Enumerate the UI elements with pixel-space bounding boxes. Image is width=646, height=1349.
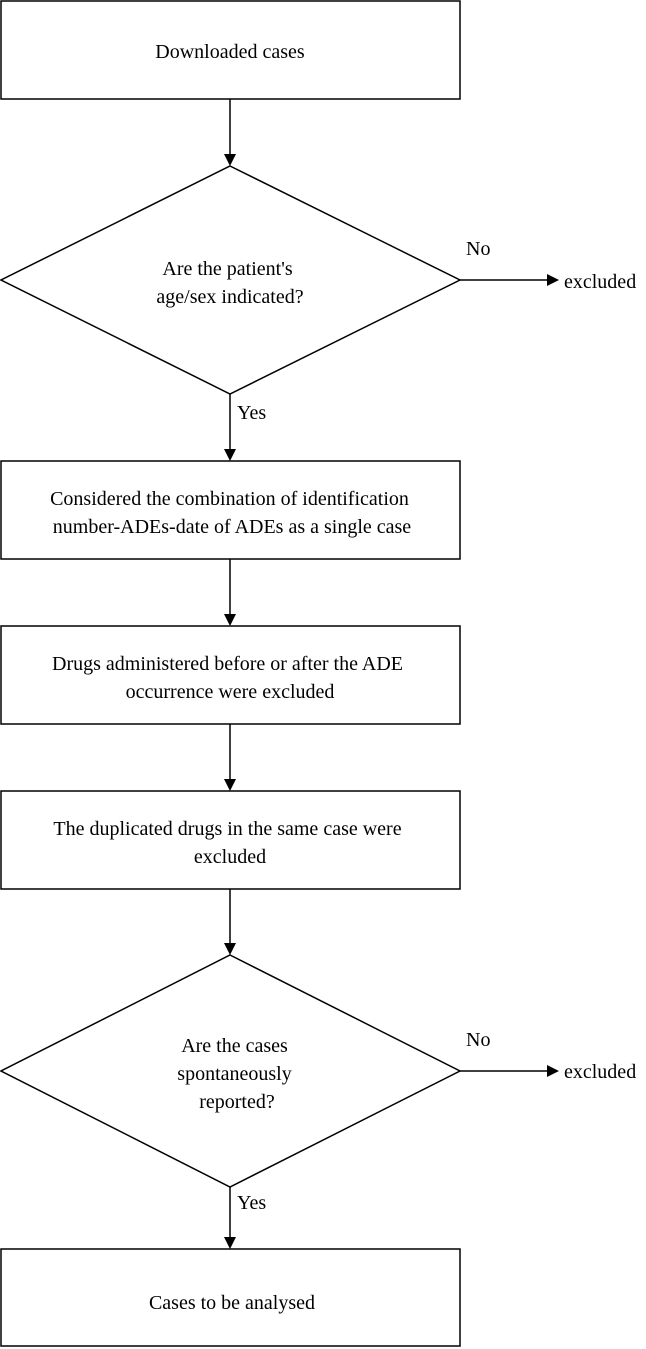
combination-step-node: Considered the combination of identifica… (0, 460, 461, 560)
age-sex-question: Are the patient's age/sex indicated? (156, 258, 303, 308)
arrow-drug-timing-to-duplicates (224, 724, 236, 791)
drug-timing-step-box (0, 625, 461, 725)
arrow-download-to-age-check (224, 99, 236, 166)
final-step-node: Cases to be analysed (0, 1248, 461, 1347)
yes-label-2: Yes (237, 1192, 266, 1214)
excluded-label-2: excluded (564, 1061, 636, 1083)
arrow-combination-to-drug-timing (224, 559, 236, 626)
yes-label-1: Yes (237, 402, 266, 424)
spontaneous-question: Are the cases spontaneously reported? (177, 1035, 296, 1113)
drug-timing-step-line-1: Drugs administered before or after the A… (52, 653, 403, 675)
age-sex-decision-node: Are the patient's age/sex indicated? (0, 165, 462, 395)
drug-timing-step-line-2: occurrence were excluded (126, 681, 335, 703)
duplicates-step-box (0, 790, 461, 890)
age-sex-decision-diamond (0, 165, 462, 395)
final-step-label: Cases to be analysed (149, 1292, 315, 1314)
excluded-label-1: excluded (564, 271, 636, 293)
duplicates-step-line-1: The duplicated drugs in the same case we… (53, 818, 401, 840)
no-branch-2: No excluded (460, 1029, 636, 1083)
drug-timing-step-label: Drugs administered before or after the A… (52, 653, 408, 703)
no-label-2: No (466, 1029, 490, 1051)
no-branch-1: No excluded (460, 238, 636, 293)
age-sex-question-line-2: age/sex indicated? (156, 286, 303, 308)
no-label-1: No (466, 238, 490, 260)
duplicates-step-node: The duplicated drugs in the same case we… (0, 790, 461, 890)
age-sex-question-line-1: Are the patient's (162, 258, 292, 280)
spontaneous-question-line-3: reported? (199, 1091, 275, 1113)
combination-step-line-1: Considered the combination of identifica… (50, 488, 409, 510)
duplicates-step-line-2: excluded (194, 846, 266, 868)
spontaneous-question-line-2: spontaneously (177, 1063, 291, 1085)
spontaneous-question-line-1: Are the cases (181, 1035, 288, 1057)
combination-step-label: Considered the combination of identifica… (50, 488, 414, 538)
yes-branch-1: Yes (224, 394, 266, 461)
duplicates-step-label: The duplicated drugs in the same case we… (53, 818, 406, 868)
yes-branch-2: Yes (224, 1187, 266, 1249)
combination-step-line-2: number-ADEs-date of ADEs as a single cas… (53, 516, 412, 538)
download-step-node: Downloaded cases (0, 0, 461, 100)
arrow-duplicates-to-spontaneous-check (224, 889, 236, 955)
download-step-label: Downloaded cases (155, 41, 305, 63)
combination-step-box (0, 460, 461, 560)
spontaneous-decision-node: Are the cases spontaneously reported? (0, 954, 462, 1188)
download-step-box (0, 0, 461, 100)
final-step-box (0, 1248, 461, 1347)
drug-timing-step-node: Drugs administered before or after the A… (0, 625, 461, 725)
